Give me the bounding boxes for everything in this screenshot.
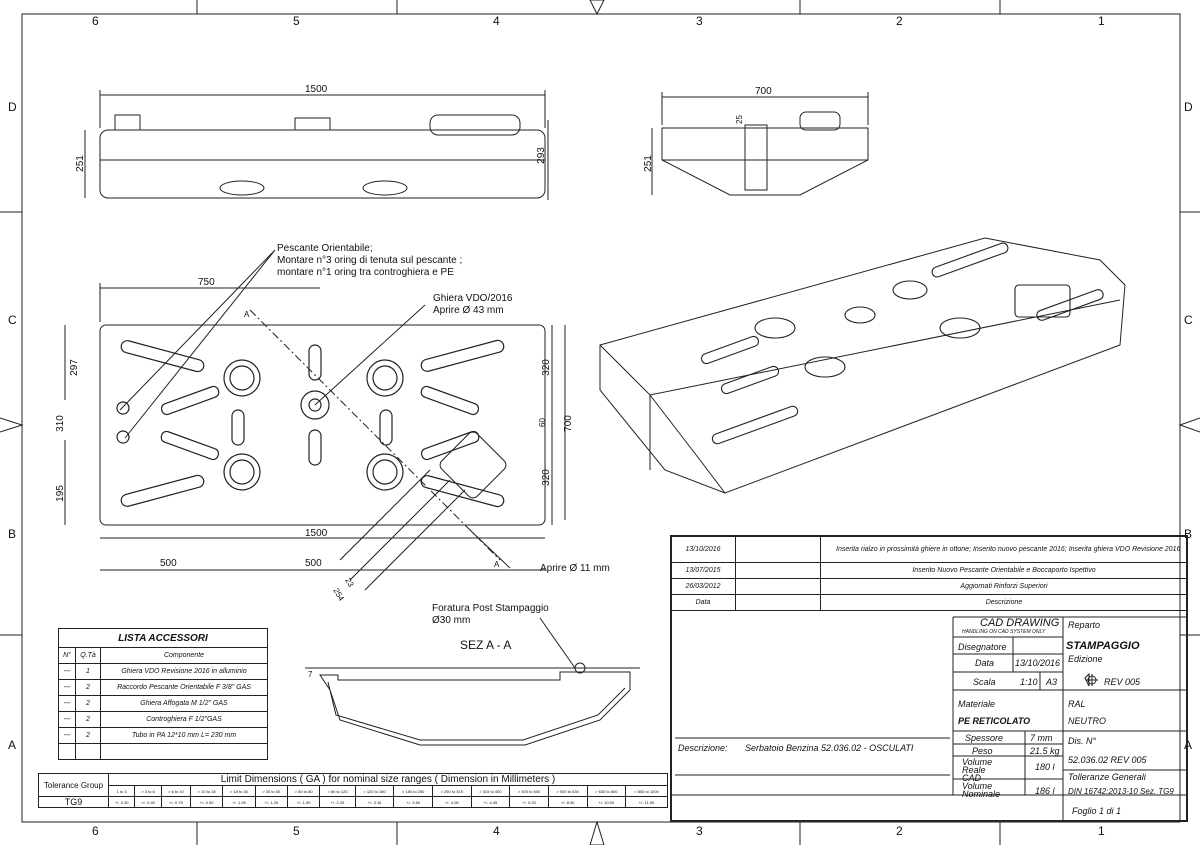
pescante-note-line3: montare n°1 oring tra controghiera e PE [277, 267, 454, 278]
tolerance-group: TG9 [38, 796, 109, 808]
row-label-a: A [8, 738, 17, 752]
tolerance-value: +/- 11.50 [625, 796, 668, 808]
row-label-a-right: A [1184, 738, 1193, 752]
tolerance-value: +/- 8.50 [547, 796, 588, 808]
aprire-note: Aprire Ø 11 mm [540, 563, 610, 574]
column-label-4: 4 [493, 14, 500, 28]
volume-nominale-label: Volume Nominale [962, 781, 1001, 799]
column-label-1: 1 [1098, 14, 1105, 28]
column-label-3-bottom: 3 [696, 824, 703, 838]
column-label-5-bottom: 5 [293, 824, 300, 838]
tolerance-value: +/- 1.50 [286, 796, 321, 808]
isometric-view [599, 237, 1126, 494]
row-label-b: B [8, 527, 17, 541]
revision-header-date: Data [670, 594, 736, 611]
reparto-label: Reparto [1068, 620, 1101, 630]
peso-label: Peso [972, 746, 993, 756]
tolerance-value: +/- 0.75 [160, 796, 191, 808]
tolerance-value: +/- 5.20 [509, 796, 549, 808]
ral-value: NEUTRO [1068, 716, 1106, 726]
tolerance-value: +/- 0.90 [189, 796, 224, 808]
dim-1500: 1500 [305, 528, 328, 539]
tolleranze-label: Tolleranze Generali [1068, 772, 1146, 782]
tolerance-value: +/- 4.45 [470, 796, 511, 808]
dis-value: 52.036.02 REV 005 [1068, 755, 1147, 765]
descrizione-label: Descrizione: [678, 743, 728, 753]
tolerance-value: +/- 4.05 [432, 796, 472, 808]
spessore-label: Spessore [965, 733, 1004, 743]
descrizione-value: Serbatoio Benzina 52.036.02 - OSCULATI [745, 743, 914, 753]
format-value: A3 [1046, 677, 1058, 687]
cad-drawing-sub: HANDLING ON CAD SYSTEM ONLY [962, 629, 1046, 635]
scala-label: Scala [973, 677, 996, 687]
foratura-note-line2: Ø30 mm [432, 615, 471, 626]
front-view [84, 90, 549, 200]
spessore-value: 7 mm [1030, 733, 1053, 743]
row-label-b-right: B [1184, 527, 1193, 541]
foglio-label: Foglio 1 di 1 [1072, 806, 1122, 816]
revision-header-description: Descrizione [820, 594, 1188, 611]
dis-label: Dis. N° [1068, 736, 1097, 746]
section-title: SEZ A - A [460, 638, 512, 652]
column-label-6-bottom: 6 [92, 824, 99, 838]
row-label-d-right: D [1184, 100, 1193, 114]
materiale-label: Materiale [958, 699, 996, 709]
pescante-note-title: Pescante Orientabile; [277, 243, 373, 254]
row-label-d: D [8, 100, 17, 114]
tolleranze-value: DIN 16742:2013-10 Sez. TG9 [1068, 787, 1174, 796]
reparto-value: STAMPAGGIO [1066, 640, 1140, 652]
row-label-c-right: C [1184, 313, 1193, 327]
ghiera-note-title: Ghiera VDO/2016 [433, 293, 513, 304]
top-view [64, 249, 576, 669]
pescante-note-line2: Montare n°3 oring di tenuta sul pescante… [277, 255, 463, 266]
section-mark-bottom: A [494, 560, 500, 569]
section-a-a-view [305, 662, 640, 746]
edizione-value: REV 005 [1104, 677, 1141, 687]
volume-cad-label: Volume Reale CAD [962, 757, 993, 783]
dim-500-right: 500 [305, 558, 322, 569]
materiale-value: PE RETICOLATO [958, 716, 1031, 726]
disegnatore-label: Disegnatore [958, 642, 1007, 652]
dim-side-width: 700 [755, 86, 772, 97]
column-label-6: 6 [92, 14, 99, 28]
column-label-1-bottom: 1 [1098, 824, 1105, 838]
ral-label: RAL [1068, 699, 1086, 709]
tolerance-value: +/- 0.40 [134, 796, 162, 808]
column-label-3: 3 [696, 14, 703, 28]
column-label-2-bottom: 2 [896, 824, 903, 838]
tolerance-value: +/- 2.25 [319, 796, 356, 808]
section-mark-top: A [244, 310, 250, 319]
column-label-2: 2 [896, 14, 903, 28]
foratura-note-line1: Foratura Post Stampaggio [432, 603, 549, 614]
cad-drawing-label: CAD DRAWING [980, 617, 1060, 629]
volume-cad-value: 180 l [1035, 762, 1055, 772]
row-label-c: C [8, 313, 17, 327]
data-value: 13/10/2016 [1015, 658, 1061, 668]
volume-nominale-value: 186 l [1035, 786, 1055, 796]
sheet-border [21, 13, 1181, 823]
revision-date: 13/10/2016 [670, 535, 736, 563]
dim-front-length: 1500 [305, 84, 328, 95]
scala-value: 1:10 [1020, 677, 1038, 687]
column-label-5: 5 [293, 14, 300, 28]
peso-value: 21.5 kg [1030, 746, 1060, 756]
side-view [651, 92, 869, 196]
column-label-4-bottom: 4 [493, 824, 500, 838]
dim-750: 750 [198, 277, 215, 288]
edizione-label: Edizione [1068, 654, 1103, 664]
ghiera-note-line2: Aprire Ø 43 mm [433, 305, 504, 316]
data-label: Data [975, 658, 995, 668]
dim-500-left: 500 [160, 558, 177, 569]
section-dim: 7 [308, 670, 313, 679]
